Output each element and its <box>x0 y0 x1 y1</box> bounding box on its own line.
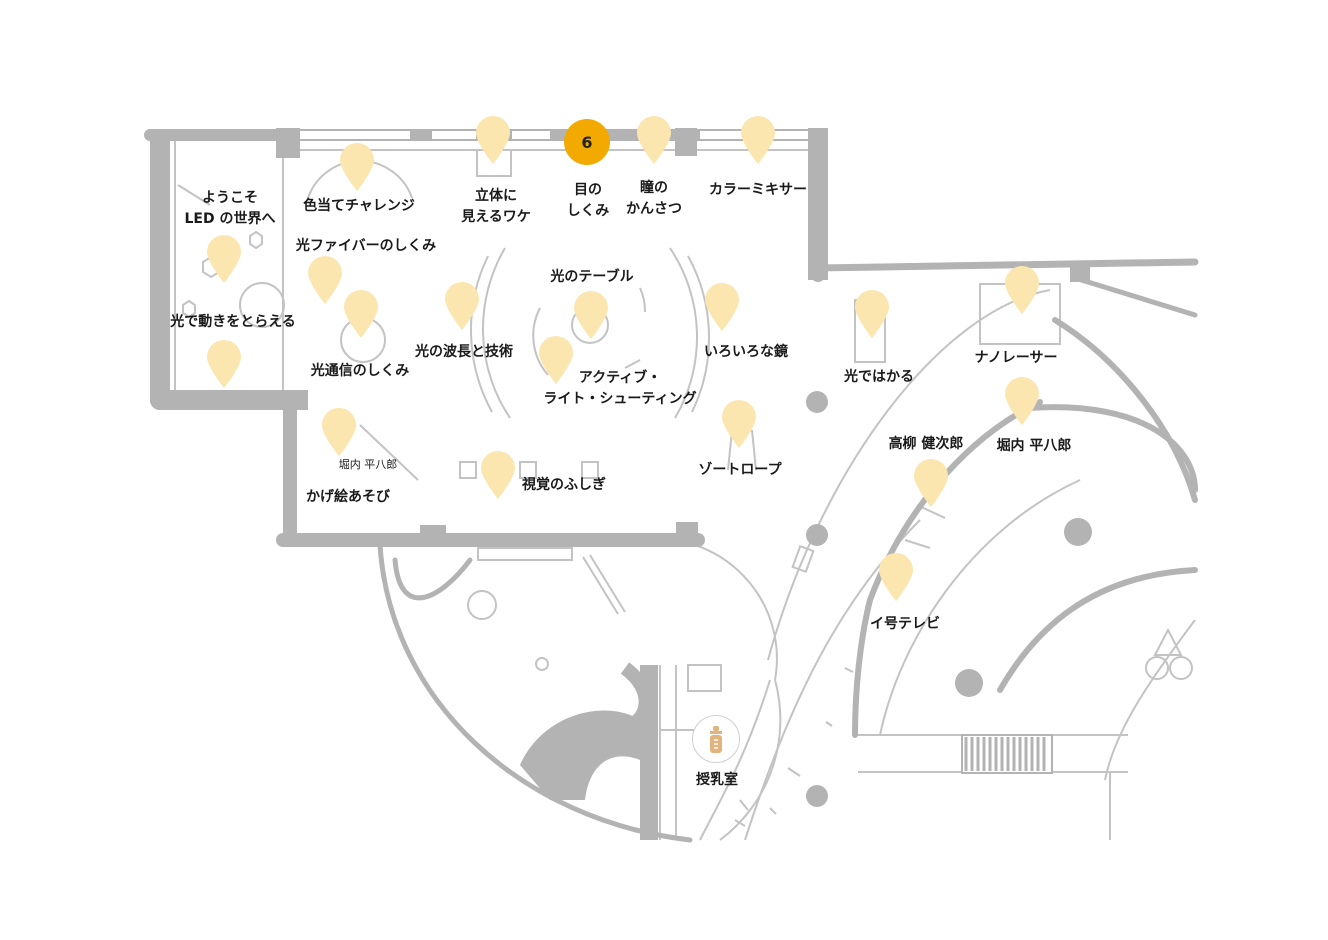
pin-icon <box>340 143 374 191</box>
label-optical-fiber[interactable]: 光ファイバーのしくみ <box>295 238 437 254</box>
label-nursing-room[interactable]: 授乳室 <box>696 772 738 788</box>
current-number-badge[interactable]: 6 <box>564 119 610 165</box>
label-i-tv[interactable]: イ号テレビ <box>870 616 940 632</box>
curved-booth <box>520 710 640 800</box>
label-motion-capture[interactable]: 光で動きをとらえる <box>170 314 296 330</box>
map-pin-motion-capture-lower[interactable] <box>205 339 243 389</box>
label-optical-comm[interactable]: 光通信のしくみ <box>310 363 410 379</box>
floor-lines <box>174 135 1196 841</box>
map-pin-mirrors[interactable] <box>703 282 741 332</box>
label-horiuchi-2[interactable]: 堀内 平八郎 <box>996 438 1072 454</box>
map-pin-welcome[interactable] <box>205 234 243 284</box>
map-pin-active-shooting[interactable] <box>537 335 575 385</box>
map-pin-light-table[interactable] <box>572 290 610 340</box>
label-nano-laser[interactable]: ナノレーサー <box>974 350 1058 366</box>
map-pin-horiuchi-1[interactable] <box>320 407 358 457</box>
pin-icon <box>879 553 913 601</box>
pin-icon <box>574 291 608 339</box>
curved-wall-left <box>620 662 653 735</box>
map-pin-optical-fiber[interactable] <box>306 255 344 305</box>
label-active-shooting[interactable]: アクティブ・ ライト・シューティング <box>543 370 697 407</box>
map-pin-pupil-observation[interactable] <box>635 115 673 165</box>
map-pin-light-measure[interactable] <box>853 289 891 339</box>
map-pin-motion-capture-upper[interactable] <box>342 289 380 339</box>
label-color-mixer[interactable]: カラーミキサー <box>709 182 807 198</box>
pin-icon <box>1005 266 1039 314</box>
label-light-table[interactable]: 光のテーブル <box>550 269 634 285</box>
map-pin-color-challenge[interactable] <box>338 142 376 192</box>
map-pin-visual-wonder[interactable] <box>479 450 517 500</box>
label-welcome[interactable]: ようこそ LED の世界へ <box>184 190 276 227</box>
baby-bottle-icon <box>710 726 722 753</box>
pin-icon <box>322 408 356 456</box>
pin-icon <box>1005 377 1039 425</box>
label-pupil-observation[interactable]: 瞳の かんさつ <box>626 180 682 217</box>
pin-icon <box>855 290 889 338</box>
pin-icon <box>481 451 515 499</box>
pin-icon <box>344 290 378 338</box>
label-solid-view[interactable]: 立体に 見えるワケ <box>461 188 531 225</box>
label-color-challenge[interactable]: 色当てチャレンジ <box>303 198 415 214</box>
label-mirrors[interactable]: いろいろな鏡 <box>704 344 788 360</box>
pin-icon <box>741 116 775 164</box>
map-pin-takayanagi[interactable] <box>912 458 950 508</box>
pillars <box>276 128 1092 840</box>
label-wavelength-tech[interactable]: 光の波長と技術 <box>415 344 513 360</box>
badge-label: 6 <box>581 132 593 152</box>
pin-icon <box>539 336 573 384</box>
map-pin-zoetrope[interactable] <box>720 399 758 449</box>
map-pin-horiuchi-2[interactable] <box>1003 376 1041 426</box>
pin-icon <box>705 283 739 331</box>
pin-icon <box>308 256 342 304</box>
label-visual-wonder[interactable]: 視覚のふしぎ <box>522 477 606 493</box>
label-takayanagi[interactable]: 高柳 健次郎 <box>888 436 964 452</box>
map-pin-color-mixer[interactable] <box>739 115 777 165</box>
pin-icon <box>207 340 241 388</box>
map-pin-nano-laser[interactable] <box>1003 265 1041 315</box>
label-horiuchi-1[interactable]: 堀内 平八郎 <box>338 458 398 471</box>
nursing-room-icon[interactable] <box>692 715 740 763</box>
map-pin-i-tv[interactable] <box>877 552 915 602</box>
map-pin-wavelength-tech[interactable] <box>443 281 481 331</box>
pin-icon <box>637 116 671 164</box>
label-zoetrope[interactable]: ゾートロープ <box>698 462 782 478</box>
pin-icon <box>914 459 948 507</box>
pin-icon <box>207 235 241 283</box>
map-pin-solid-view[interactable] <box>474 115 512 165</box>
label-light-measure[interactable]: 光ではかる <box>844 369 914 385</box>
label-shadow-play[interactable]: かげ絵あそび <box>306 489 390 505</box>
pin-icon <box>476 116 510 164</box>
pin-icon <box>445 282 479 330</box>
stairs <box>964 737 1046 771</box>
label-eye-mechanism[interactable]: 目の しくみ <box>566 182 610 219</box>
pin-icon <box>722 400 756 448</box>
